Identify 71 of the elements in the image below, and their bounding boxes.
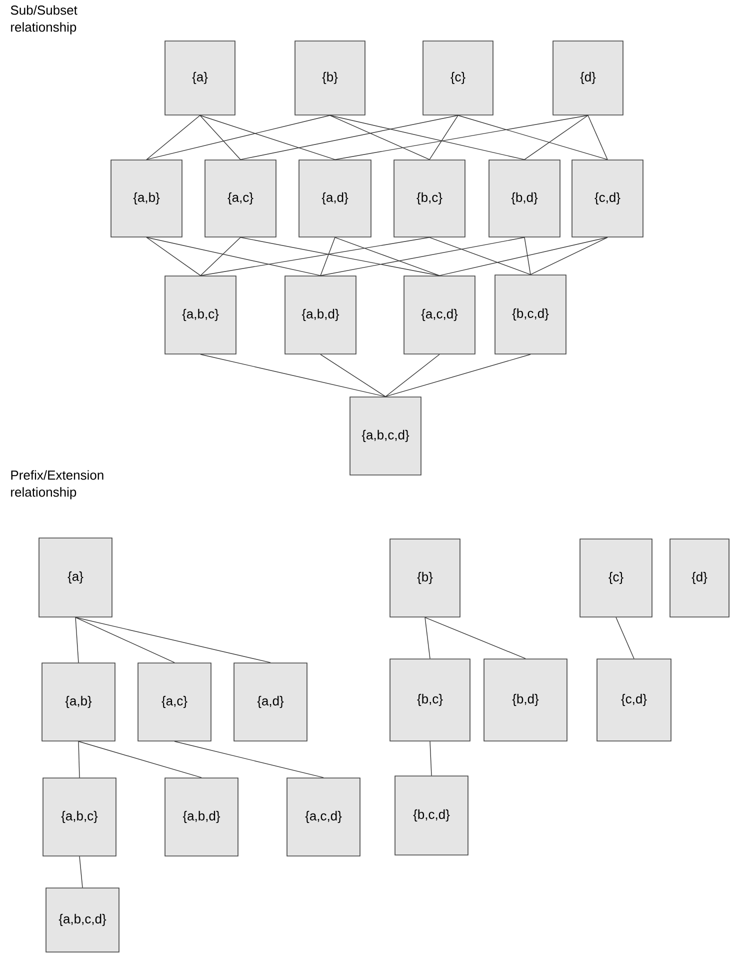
connector-line xyxy=(146,115,200,160)
connector-line xyxy=(424,617,526,659)
set-box: {a,b,c} xyxy=(164,276,236,354)
connector-line xyxy=(330,115,430,160)
connector-line xyxy=(334,115,588,160)
set-box: {c} xyxy=(422,40,494,116)
connector-line xyxy=(334,237,440,276)
connector-line xyxy=(524,237,531,275)
connector-line xyxy=(79,856,83,888)
connector-line xyxy=(78,741,202,778)
set-box: {b} xyxy=(390,538,460,618)
set-box: {c,d} xyxy=(572,160,644,238)
connector-line xyxy=(146,115,330,160)
connector-line xyxy=(240,115,458,160)
connector-line xyxy=(320,237,525,276)
set-box: {d} xyxy=(552,40,624,116)
set-box: {b,d} xyxy=(488,160,560,238)
connector-line xyxy=(458,115,608,160)
connector-line xyxy=(524,115,588,160)
connector-line xyxy=(530,237,608,275)
connector-line xyxy=(240,237,440,276)
set-box: {d} xyxy=(670,538,730,618)
connector-line xyxy=(146,237,201,276)
set-box: {a,c,d} xyxy=(286,778,360,856)
connector-line xyxy=(424,617,430,659)
connector-line xyxy=(385,354,440,397)
set-box: {c,d} xyxy=(596,658,672,742)
connector-line xyxy=(616,617,634,659)
set-box: {b,c} xyxy=(394,160,466,238)
connector-line xyxy=(320,237,336,276)
set-box: {a} xyxy=(164,40,236,116)
connector-line xyxy=(429,237,531,275)
section-heading: Prefix/Extension relationship xyxy=(11,470,104,500)
set-box: {b,c,d} xyxy=(394,776,468,856)
connector-line xyxy=(200,237,430,276)
connector-line xyxy=(200,354,386,397)
connector-line xyxy=(78,741,80,778)
connector-line xyxy=(385,354,531,397)
connector-line xyxy=(200,115,336,160)
set-box: {b,c} xyxy=(390,658,470,742)
connector-line xyxy=(146,237,321,276)
set-box: {a,d} xyxy=(298,160,372,238)
section-heading: Sub/Subset relationship xyxy=(10,5,78,34)
set-box: {a,b,c,d} xyxy=(350,396,422,476)
connector-line xyxy=(75,617,271,663)
connector-line xyxy=(330,115,525,160)
connector-line xyxy=(174,741,324,778)
set-box: {a,b,c} xyxy=(42,778,116,856)
connector-line xyxy=(588,115,608,160)
set-box: {a,b} xyxy=(110,160,182,238)
set-box: {a,b,d} xyxy=(284,276,356,354)
connector-line xyxy=(200,237,241,276)
set-box: {a,b} xyxy=(42,662,116,742)
set-box: {a,b,d} xyxy=(164,778,238,856)
connector-line xyxy=(75,617,79,663)
set-box: {b} xyxy=(294,40,366,116)
connector-line xyxy=(75,617,175,663)
set-box: {a,c} xyxy=(204,160,276,238)
set-box: {a,d} xyxy=(234,662,308,742)
connector-line xyxy=(429,115,458,160)
connector-line xyxy=(430,741,432,776)
connector-line xyxy=(200,115,241,160)
set-box: {a,b,c,d} xyxy=(46,888,120,952)
set-box: {a} xyxy=(38,538,112,618)
set-box: {b,d} xyxy=(484,658,568,742)
connector-line xyxy=(320,354,386,397)
set-box: {a,c} xyxy=(138,662,212,742)
connector-line xyxy=(439,237,608,276)
set-box: {b,c,d} xyxy=(494,274,566,354)
set-box: {a,c,d} xyxy=(404,276,476,354)
set-box: {c} xyxy=(580,538,652,618)
